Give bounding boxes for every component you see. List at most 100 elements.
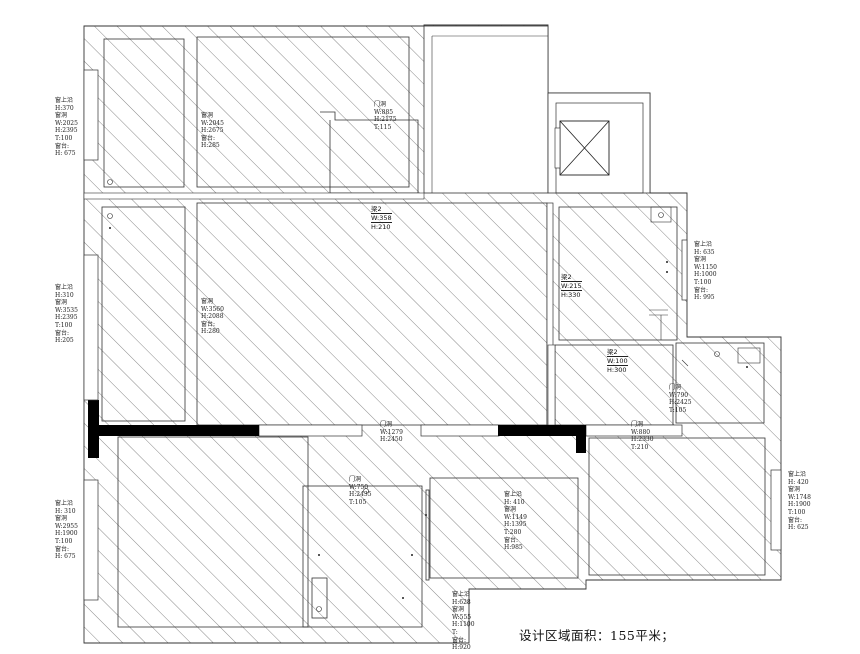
beam-line: W:358 [371, 213, 392, 222]
new-wall-right-vertical [576, 425, 586, 453]
annotation-line: H:1900 [55, 530, 78, 538]
annotation-line: W:880 [631, 428, 651, 436]
annotation-line: T:100 [788, 508, 806, 516]
annotation-line: H:2450 [380, 436, 403, 444]
design-area-label: 设计区域面积：155平米； [519, 628, 675, 643]
room-left-middle [101, 206, 186, 422]
annotation-line: W:2045 [201, 119, 224, 127]
annotation-line: 窗上沿 [504, 491, 523, 498]
annotation-line: 窗上沿 [55, 97, 74, 104]
beam-line: H:300 [607, 365, 628, 374]
annotation-line: W:1748 [788, 493, 811, 501]
beam-line: W:215 [561, 281, 582, 290]
annotation-line: H:1900 [788, 501, 811, 509]
annotation-line: T:105 [669, 406, 687, 414]
annotation-line: H: 635 [694, 248, 715, 256]
room-bottom-left [117, 436, 309, 628]
annotation-line: T:100 [55, 537, 73, 545]
annotation-line: H:285 [201, 142, 220, 150]
annotation-line: 窗台: [55, 142, 70, 150]
annotation-line: 窗洞 [452, 606, 465, 614]
annotation-line: W:2025 [55, 119, 78, 127]
annotation-line: 窗台: [788, 516, 803, 524]
annotation-line: 窗台: [55, 545, 70, 553]
annotation-line: 门洞 [380, 421, 393, 428]
room-bottom-right [588, 437, 766, 576]
annotation-line: 窗洞 [788, 486, 801, 494]
annotation-line: H:2675 [201, 127, 224, 135]
beam-line: H:330 [561, 290, 582, 299]
annotation-line: H:2395 [55, 127, 78, 135]
annotation-line: H:985 [504, 544, 523, 552]
annotation-line: 窗洞 [201, 112, 214, 119]
annotation-line: H: 625 [788, 524, 809, 532]
annotation-line: H:1100 [452, 621, 475, 629]
beam-line: W:100 [607, 356, 628, 365]
annotation-line: 窗台: [504, 536, 519, 544]
annotation-line: H:2435 [349, 491, 372, 499]
annotation-line: H:1000 [694, 271, 717, 279]
annotation-line: 窗洞 [201, 298, 214, 305]
annotation-line: 窗台: [201, 320, 216, 328]
annotation-line: W:790 [669, 391, 689, 399]
room-right-far [675, 342, 765, 424]
annotation-line: W:885 [374, 108, 394, 116]
annotation-line: 门洞 [669, 384, 682, 391]
annotation-line: H: 675 [55, 150, 76, 158]
annotation-line: 门洞 [374, 101, 387, 108]
annotation-line: 窗洞 [55, 112, 68, 120]
annotation-line: 窗上沿 [452, 591, 471, 598]
annotation-line: T:105 [349, 498, 367, 506]
beam-line: H:210 [371, 222, 392, 231]
annotation-line: 窗洞 [694, 256, 707, 264]
annotation-line: 窗台: [55, 329, 70, 337]
annotation-line: H: 410 [504, 498, 525, 506]
annotation-line: H:628 [452, 598, 471, 606]
annotation-line: 窗洞 [504, 506, 517, 514]
annotation-line: H:370 [55, 104, 74, 112]
corridor [258, 424, 363, 437]
beam-line: 梁2 [561, 273, 572, 281]
annotation-line: H: 420 [788, 478, 809, 486]
annotation-line: 窗台: [452, 636, 467, 644]
annotation-line: 窗台: [201, 134, 216, 142]
annotation-line: W:2955 [55, 522, 78, 530]
new-wall-right-horizontal [498, 425, 586, 436]
annotation-line: T:100 [55, 134, 73, 142]
annotation-line: W:3535 [55, 306, 78, 314]
annotation-line: H:2088 [201, 313, 224, 321]
annotation-line: H:2175 [374, 116, 397, 124]
room-bottom-mid [429, 477, 579, 579]
annotation-line: W:1149 [504, 513, 527, 521]
annotation-line: H: 310 [55, 507, 76, 515]
annotation-line: 门洞 [349, 476, 362, 483]
room-right-upper [558, 206, 678, 341]
annotation-line: 窗上沿 [694, 241, 713, 248]
balcony-area [423, 25, 549, 194]
annotation-line: T:100 [694, 278, 712, 286]
annotation-line: W:1279 [380, 428, 403, 436]
annotation-line: 窗洞 [55, 515, 68, 523]
annotation-line: H:920 [452, 644, 471, 652]
annotation-line: 窗上沿 [788, 471, 807, 478]
room-top-left [103, 38, 185, 188]
annotation-line: H:2395 [55, 314, 78, 322]
room-top-middle [196, 36, 410, 188]
annotation-line: 窗台: [694, 286, 709, 294]
annotation-line: 窗上沿 [55, 500, 74, 507]
annotation-line: W:555 [452, 613, 472, 621]
beam-line: 梁2 [607, 348, 618, 356]
